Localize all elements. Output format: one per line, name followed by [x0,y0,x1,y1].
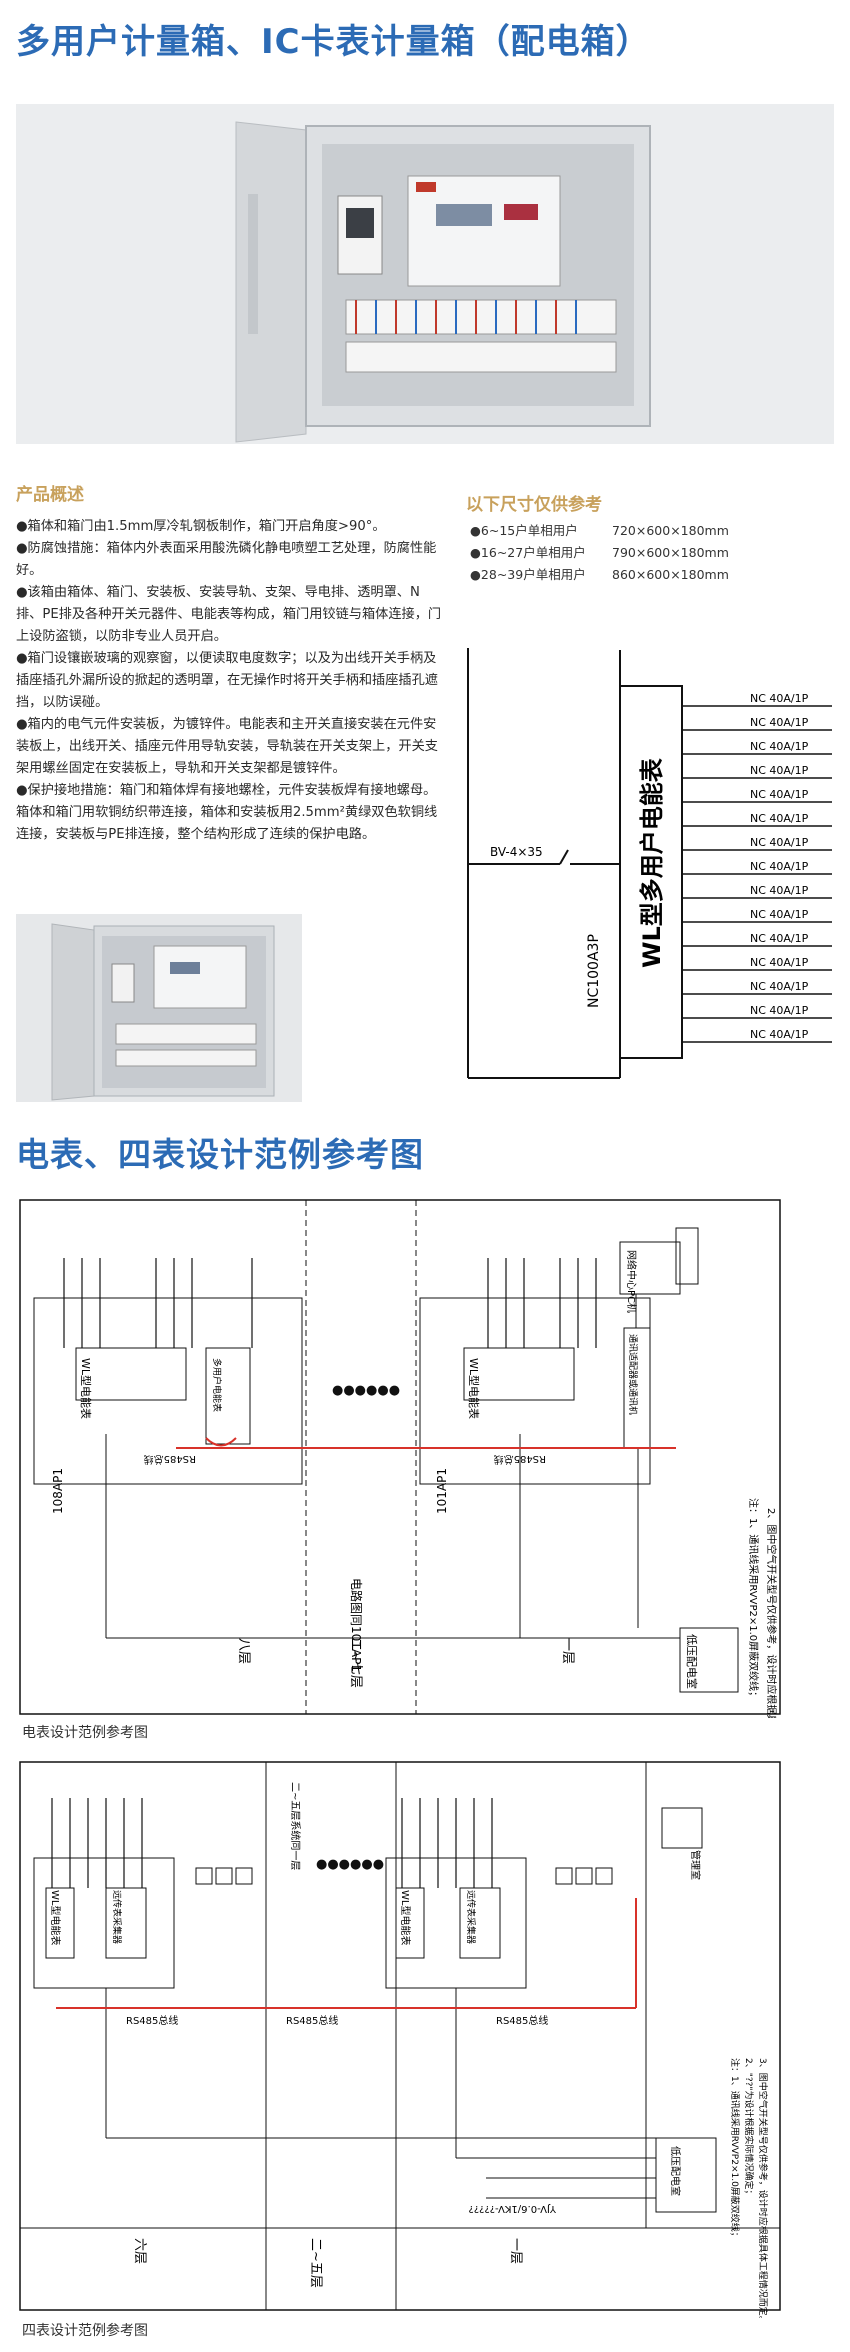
meter-box-symbol [195,1867,213,1885]
size-dim: 720×600×180mm [612,523,729,538]
intro-heading: 产品概述 [16,485,84,505]
diagram1-caption: 电表设计范例参考图 [22,1725,148,1741]
size-name: ●28~39户单相用户 [470,567,586,582]
size-name: ●16~27户单相用户 [470,545,586,560]
size-dim: 790×600×180mm [612,545,729,560]
meter-text: WL型电能表 [399,1890,412,1945]
center-text: 网络中心PC机 [625,1250,638,1313]
branch-label: NC 40A/1P [750,932,809,945]
branch-label: NC 40A/1P [750,1004,809,1017]
floor-label: 一层 [508,2238,523,2264]
cable-label: YJV-0.6/1KV-????? [468,2203,557,2214]
size-dim: 860×600×180mm [612,567,729,582]
meter-box-symbol [595,1867,613,1885]
rs485-label: RS485总线 [126,2014,178,2027]
floor-label: 一层 [560,1638,575,1664]
branch-label: NC 40A/1P [750,860,809,873]
floor-label: 六层 [132,2238,147,2264]
four-meter-design-diagram: RS485总线 RS485总线 RS485总线 ●●●●●● 二~五层系统同一层… [19,1761,781,2318]
branch-label: NC 40A/1P [750,980,809,993]
sizes-heading: 以下尺寸仅供参考 [466,495,602,515]
section-title: 电表、四表设计范例参考图 [16,1135,424,1174]
substation-text: 低压配电室 [685,1634,699,1689]
branch-label: NC 40A/1P [750,716,809,729]
branch-label: NC 40A/1P [750,692,809,705]
collector-text: 远传表采集器 [111,1890,123,1944]
meter-text: WL型电能表 [49,1890,62,1945]
intro-text: ●箱体和箱门由1.5mm厚冷轧钢板制作，箱门开启角度>90°。 ●防腐蚀措施：箱… [16,516,444,846]
note-line: 注：1、通讯线采用RVVP2×1.0屏蔽双绞线； [729,2058,741,2241]
branch-label: NC 40A/1P [750,908,809,921]
branch-label: NC 40A/1P [750,764,809,777]
floor-label: 二~七层 [348,1638,363,1688]
floor-label: 八层 [236,1638,251,1664]
note-line: 2、"??"为设计根据实际情况确定； [743,2058,755,2199]
meter-box-symbol [235,1867,253,1885]
note-line: 3、图中空气开关型号仅供参考，设计时应根据具体工程情况而定。 [757,2058,769,2318]
size-row: ●16~27户单相用户 790×600×180mm [470,542,729,564]
size-name: ●6~15户单相用户 [470,523,578,538]
meter-box-photo [16,104,834,444]
continuation-dots: ●●●●●● [332,1383,400,1398]
floor-label: 二~五层 [308,2238,323,2288]
substation-text: 低压配电室 [669,2146,682,2196]
rs485-label: RS485总线 [494,1453,546,1466]
branch-label: NC 40A/1P [750,812,809,825]
intro-paragraph: ●箱内的电气元件安装板，为镀锌件。电能表和主开关直接安装在元件安装板上，出线开关… [16,717,438,776]
branch-label: NC 40A/1P [750,836,809,849]
size-row: ●28~39户单相用户 860×600×180mm [470,564,729,586]
branch-label: NC 40A/1P [750,884,809,897]
branch-label: NC 40A/1P [750,956,809,969]
size-row: ●6~15户单相用户 720×600×180mm [470,520,729,542]
main-breaker-label: NC100A3P [586,934,602,1008]
intro-paragraph: ●箱门设镶嵌玻璃的观察窗，以便读取电度数字；以及为出线开关手柄及插座插孔外漏所设… [16,651,438,710]
branch-label: NC 40A/1P [750,788,809,801]
box-label: 108AP1 [51,1468,65,1514]
meter-box-photo-small [16,914,302,1102]
mid-label: 电路图同101AP1 [349,1578,364,1672]
branch-label: NC 40A/1P [750,1028,809,1041]
continuation-dots: ●●●●●● [316,1857,384,1872]
box-label: 101AP1 [435,1468,449,1514]
cable-label: BV-4×35 [490,845,543,859]
adapter-text: 通讯适配器或通讯机 [627,1334,639,1415]
size-list: ●6~15户单相用户 720×600×180mm ●16~27户单相用户 790×6… [470,520,729,586]
meter-text: WL型电能表 [467,1358,481,1419]
note-line: 注：1、通讯线采用RVVP2×1.0屏蔽双绞线； [747,1498,760,1701]
branch-label: NC 40A/1P [750,740,809,753]
intro-paragraph: ●箱体和箱门由1.5mm厚冷轧钢板制作，箱门开启角度>90°。 [16,519,386,534]
wiring-schematic: BV-4×35 NC100A3P WL型多用户电能表 NC 40A/1P NC 4… [467,648,832,1079]
collector-text: 远传表采集器 [465,1890,477,1944]
rs485-label: RS485总线 [144,1453,196,1466]
multi-meter-text: 多用户电能表 [211,1358,223,1412]
intro-paragraph: ●保护接地措施：箱门和箱体焊有接地螺栓，元件安装板焊有接地螺母。箱体和箱门用软铜… [16,783,438,842]
meter-text: WL型电能表 [79,1358,93,1419]
note-line: 2、图中空气开关型号仅供参考，设计时应根据具体工程情况而定。 [765,1508,778,1718]
manager-text: 管理室 [689,1850,702,1880]
rs485-label: RS485总线 [496,2014,548,2027]
mid-label: 二~五层系统同一层 [289,1782,302,1870]
meter-design-diagram: RS485总线 RS485总线 108AP1 101AP1 电路图同101AP1… [19,1199,781,1718]
meter-box-symbol [575,1867,593,1885]
meter-box-symbol [215,1867,233,1885]
diagram2-caption: 四表设计范例参考图 [22,2323,148,2339]
intro-paragraph: ●该箱由箱体、箱门、安装板、安装导轨、支架、导电排、透明罩、N排、PE排及各种开… [16,585,442,644]
intro-paragraph: ●防腐蚀措施：箱体内外表面采用酸洗磷化静电喷塑工艺处理，防腐性能好。 [16,541,437,578]
page-title: 多用户计量箱、IC卡表计量箱（配电箱） [16,22,651,62]
meter-label: WL型多用户电能表 [638,757,666,968]
meter-box-symbol [555,1867,573,1885]
rs485-label: RS485总线 [286,2014,338,2027]
